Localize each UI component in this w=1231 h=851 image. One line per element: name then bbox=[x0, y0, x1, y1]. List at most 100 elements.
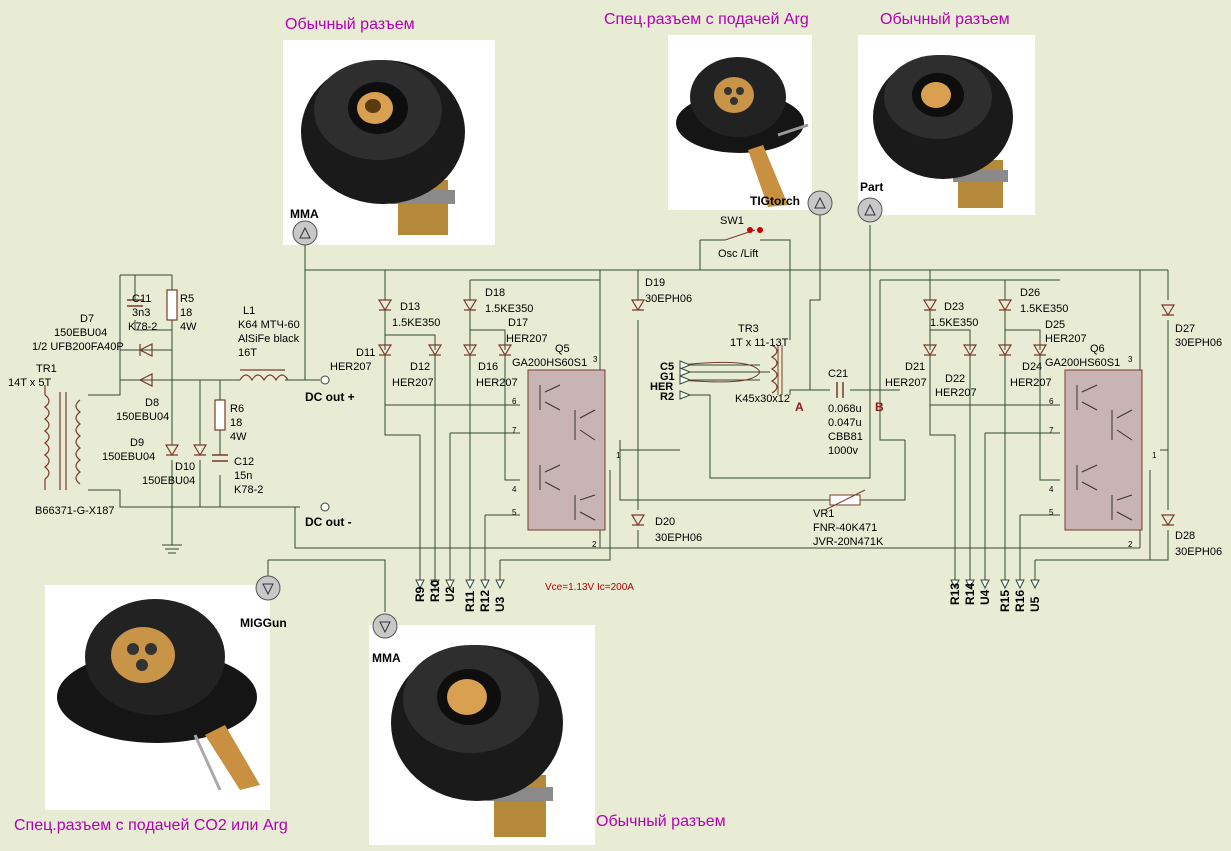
c12-capacitor bbox=[212, 454, 228, 462]
port-labels-right: R13 R14 U4 R15 R16 U5 bbox=[948, 583, 1042, 612]
caption-top-left: Обычный разъем bbox=[285, 16, 415, 33]
q6-part: GA200HS60S1 bbox=[1045, 357, 1120, 369]
tr1-core: B66371-G-X187 bbox=[35, 505, 115, 517]
port-u3: U3 bbox=[493, 596, 507, 612]
vr1-slash bbox=[824, 489, 866, 511]
r2-label: R2 bbox=[660, 391, 674, 403]
c21-label: C21 bbox=[828, 368, 848, 380]
caption-top-right: Обычный разъем bbox=[880, 11, 1010, 28]
port-r10: R10 bbox=[428, 580, 442, 602]
wires bbox=[88, 215, 1169, 612]
mig-label: MIGGun bbox=[240, 616, 287, 630]
mig-socket-image bbox=[57, 599, 260, 791]
d20-diode bbox=[630, 514, 646, 527]
l1-label: L1 bbox=[243, 305, 255, 317]
dc-plus-terminal bbox=[320, 375, 330, 385]
node-b: B bbox=[875, 400, 884, 414]
d10-label: D10 bbox=[175, 461, 195, 473]
diodes bbox=[138, 299, 1176, 527]
d25-label: D25 bbox=[1045, 319, 1065, 331]
tr3-core: K45x30x12 bbox=[735, 393, 790, 405]
port-r15: R15 bbox=[998, 590, 1012, 612]
q6-module bbox=[1064, 369, 1143, 531]
svg-text:7: 7 bbox=[1049, 426, 1054, 435]
mma-bottom-connector[interactable] bbox=[372, 613, 398, 639]
d23-part: 1.5KE350 bbox=[930, 317, 978, 329]
caption-top-mid: Спец.разъем с подачей Arg bbox=[604, 11, 809, 28]
d25-part: HER207 bbox=[1045, 333, 1087, 345]
d19-diode bbox=[630, 299, 646, 312]
vce-note: Vce=1.13V Ic=200A bbox=[545, 582, 634, 593]
d16-label: D16 bbox=[478, 361, 498, 373]
tr3-core bbox=[777, 345, 783, 395]
port-arrows bbox=[415, 579, 1040, 590]
d18-label: D18 bbox=[485, 287, 505, 299]
l1-turns: 16T bbox=[238, 347, 257, 359]
mma-top-connector[interactable] bbox=[292, 220, 318, 246]
tr3-label: TR3 bbox=[738, 323, 759, 335]
d21-part: HER207 bbox=[885, 377, 927, 389]
c21-voltage: 1000v bbox=[828, 445, 858, 457]
resistors bbox=[166, 289, 226, 431]
d8-label: D8 bbox=[145, 397, 159, 409]
g1-label: G1 bbox=[660, 371, 675, 383]
d10-diode bbox=[192, 444, 208, 457]
d17-part: HER207 bbox=[506, 333, 548, 345]
d20-part: 30EPH06 bbox=[655, 532, 702, 544]
svg-text:2: 2 bbox=[592, 540, 597, 549]
d17-diode bbox=[497, 344, 513, 357]
d11-label: D11 bbox=[356, 347, 375, 359]
r5-value: 18 bbox=[180, 307, 192, 319]
d16-part: HER207 bbox=[476, 377, 518, 389]
d26-diode bbox=[997, 299, 1013, 312]
d11-part: HER207 bbox=[330, 361, 372, 373]
part-connector[interactable] bbox=[857, 197, 883, 223]
d22-part: HER207 bbox=[935, 387, 977, 399]
d7-alt: 1/2 UFB200FA40P bbox=[32, 341, 124, 353]
tr1-transformer bbox=[44, 385, 81, 490]
c12-value: 15n bbox=[234, 470, 252, 482]
vr1-part1: FNR-40K471 bbox=[813, 522, 877, 534]
d12-label: D12 bbox=[410, 361, 430, 373]
d24-diode bbox=[997, 344, 1013, 357]
sw1-dot bbox=[757, 227, 763, 233]
r6-label: R6 bbox=[230, 403, 244, 415]
r6-value: 18 bbox=[230, 417, 242, 429]
d28-label: D28 bbox=[1175, 530, 1195, 542]
c21-type: CBB81 bbox=[828, 431, 863, 443]
d19-label: D19 bbox=[645, 277, 665, 289]
d19-part: 30EPH06 bbox=[645, 293, 692, 305]
caption-bottom-mid: Обычный разъем bbox=[596, 813, 726, 830]
d24-part: HER207 bbox=[1010, 377, 1052, 389]
dc-minus-terminal bbox=[320, 502, 330, 512]
mig-connector[interactable] bbox=[255, 575, 281, 601]
socket-image bbox=[873, 55, 1013, 208]
c12-type: K78-2 bbox=[234, 484, 263, 496]
tr1-turns: 14T x 5T bbox=[8, 377, 51, 389]
d11-diode bbox=[377, 344, 393, 357]
port-r14: R14 bbox=[963, 583, 977, 605]
r5-resistor bbox=[166, 289, 178, 321]
port-u5: U5 bbox=[1028, 596, 1042, 612]
her-label: HER bbox=[650, 381, 673, 393]
d17-label: D17 bbox=[508, 317, 528, 329]
c11-label: C11 bbox=[132, 293, 151, 305]
capacitors bbox=[127, 299, 844, 462]
port-u4: U4 bbox=[978, 589, 992, 605]
tig-connector[interactable] bbox=[807, 190, 833, 216]
d7-part: 150EBU04 bbox=[54, 327, 107, 339]
svg-text:1: 1 bbox=[1152, 451, 1157, 460]
vr1-label: VR1 bbox=[813, 508, 834, 520]
port-r13: R13 bbox=[948, 583, 962, 605]
c21-capacitor bbox=[836, 382, 844, 398]
svg-text:3: 3 bbox=[1128, 355, 1133, 364]
d8-part: 150EBU04 bbox=[116, 411, 169, 423]
svg-text:6: 6 bbox=[1049, 397, 1054, 406]
sw1-mode: Osc /Lift bbox=[718, 248, 758, 260]
d23-diode bbox=[922, 299, 938, 312]
component-labels: TR1 14T x 5T B66371-G-X187 D7 150EBU04 1… bbox=[8, 180, 1222, 665]
d8-diode bbox=[138, 373, 153, 387]
sw1-label: SW1 bbox=[720, 215, 744, 227]
port-u2: U2 bbox=[443, 586, 457, 602]
